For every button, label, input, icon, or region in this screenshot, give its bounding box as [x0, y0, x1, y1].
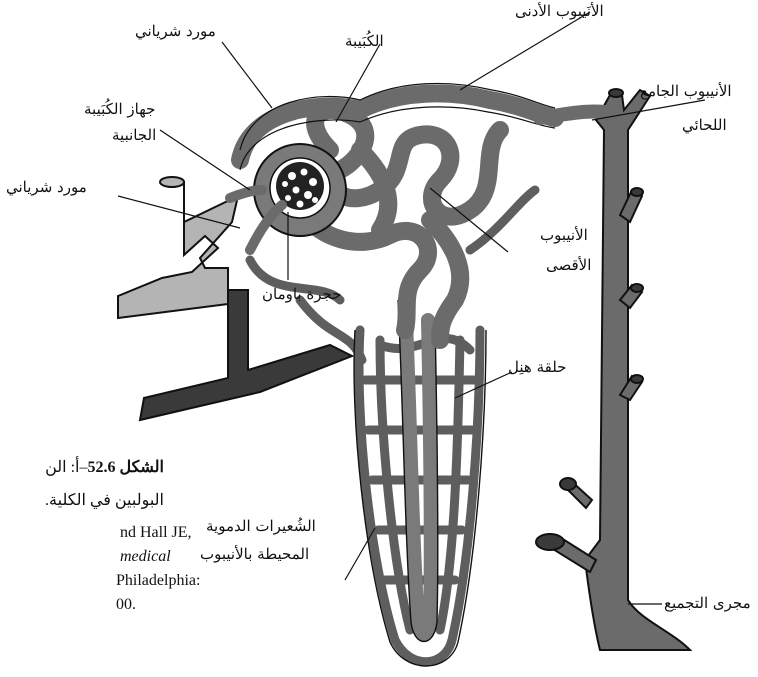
citation-line-2: medical: [120, 548, 171, 566]
peritubular-capillaries-label-1: الشُعيرات الدموية: [206, 517, 316, 536]
bowmans-capsule-label: حجرة باومان: [262, 285, 341, 304]
figure-caption-text: –أ: الن: [45, 459, 87, 476]
figure-number: الشكل 52.6: [87, 459, 164, 476]
renal-artery-branch: [118, 177, 238, 318]
afferent-arteriole-label: مورد شرياني: [135, 22, 216, 41]
proximal-tubule-label: الأنَيبوب الأدنى: [515, 2, 604, 21]
citation-line-3: Philadelphia:: [116, 572, 200, 590]
loop-of-henle-label: حلقة هنِل: [508, 358, 566, 377]
collecting-duct-label: مجرى التجميع: [664, 594, 751, 613]
citation-line-4: 00.: [116, 596, 136, 614]
efferent-arteriole-label: مورد شرياني: [6, 178, 87, 197]
juxtaglomerular-label-1: جهاز الكُبَيبة: [84, 100, 155, 119]
peritubular-capillaries: [250, 190, 535, 662]
peritubular-capillaries-label-2: المحيطة بالأنيبوب: [200, 545, 309, 564]
distal-tubule-label-1: الأنيبوب: [540, 226, 588, 245]
figure-caption-line-1: الشكل 52.6–أ: الن: [45, 457, 164, 477]
juxtaglomerular-label-2: الجانبية: [112, 126, 156, 145]
collecting-duct: [585, 89, 690, 650]
connecting-tubule: [540, 112, 604, 118]
cortical-collecting-tubule-label-2: اللحائي: [682, 116, 727, 135]
glomerulus-label: الكُبَيبة: [345, 32, 384, 51]
figure-caption-line-2: البولبين في الكلية.: [45, 490, 164, 510]
cortical-collecting-tubule-label-1: الأنيبوب الجامع: [640, 82, 732, 101]
distal-tubule-label-2: الأقصى: [546, 256, 591, 275]
citation-line-1: nd Hall JE,: [120, 524, 192, 542]
